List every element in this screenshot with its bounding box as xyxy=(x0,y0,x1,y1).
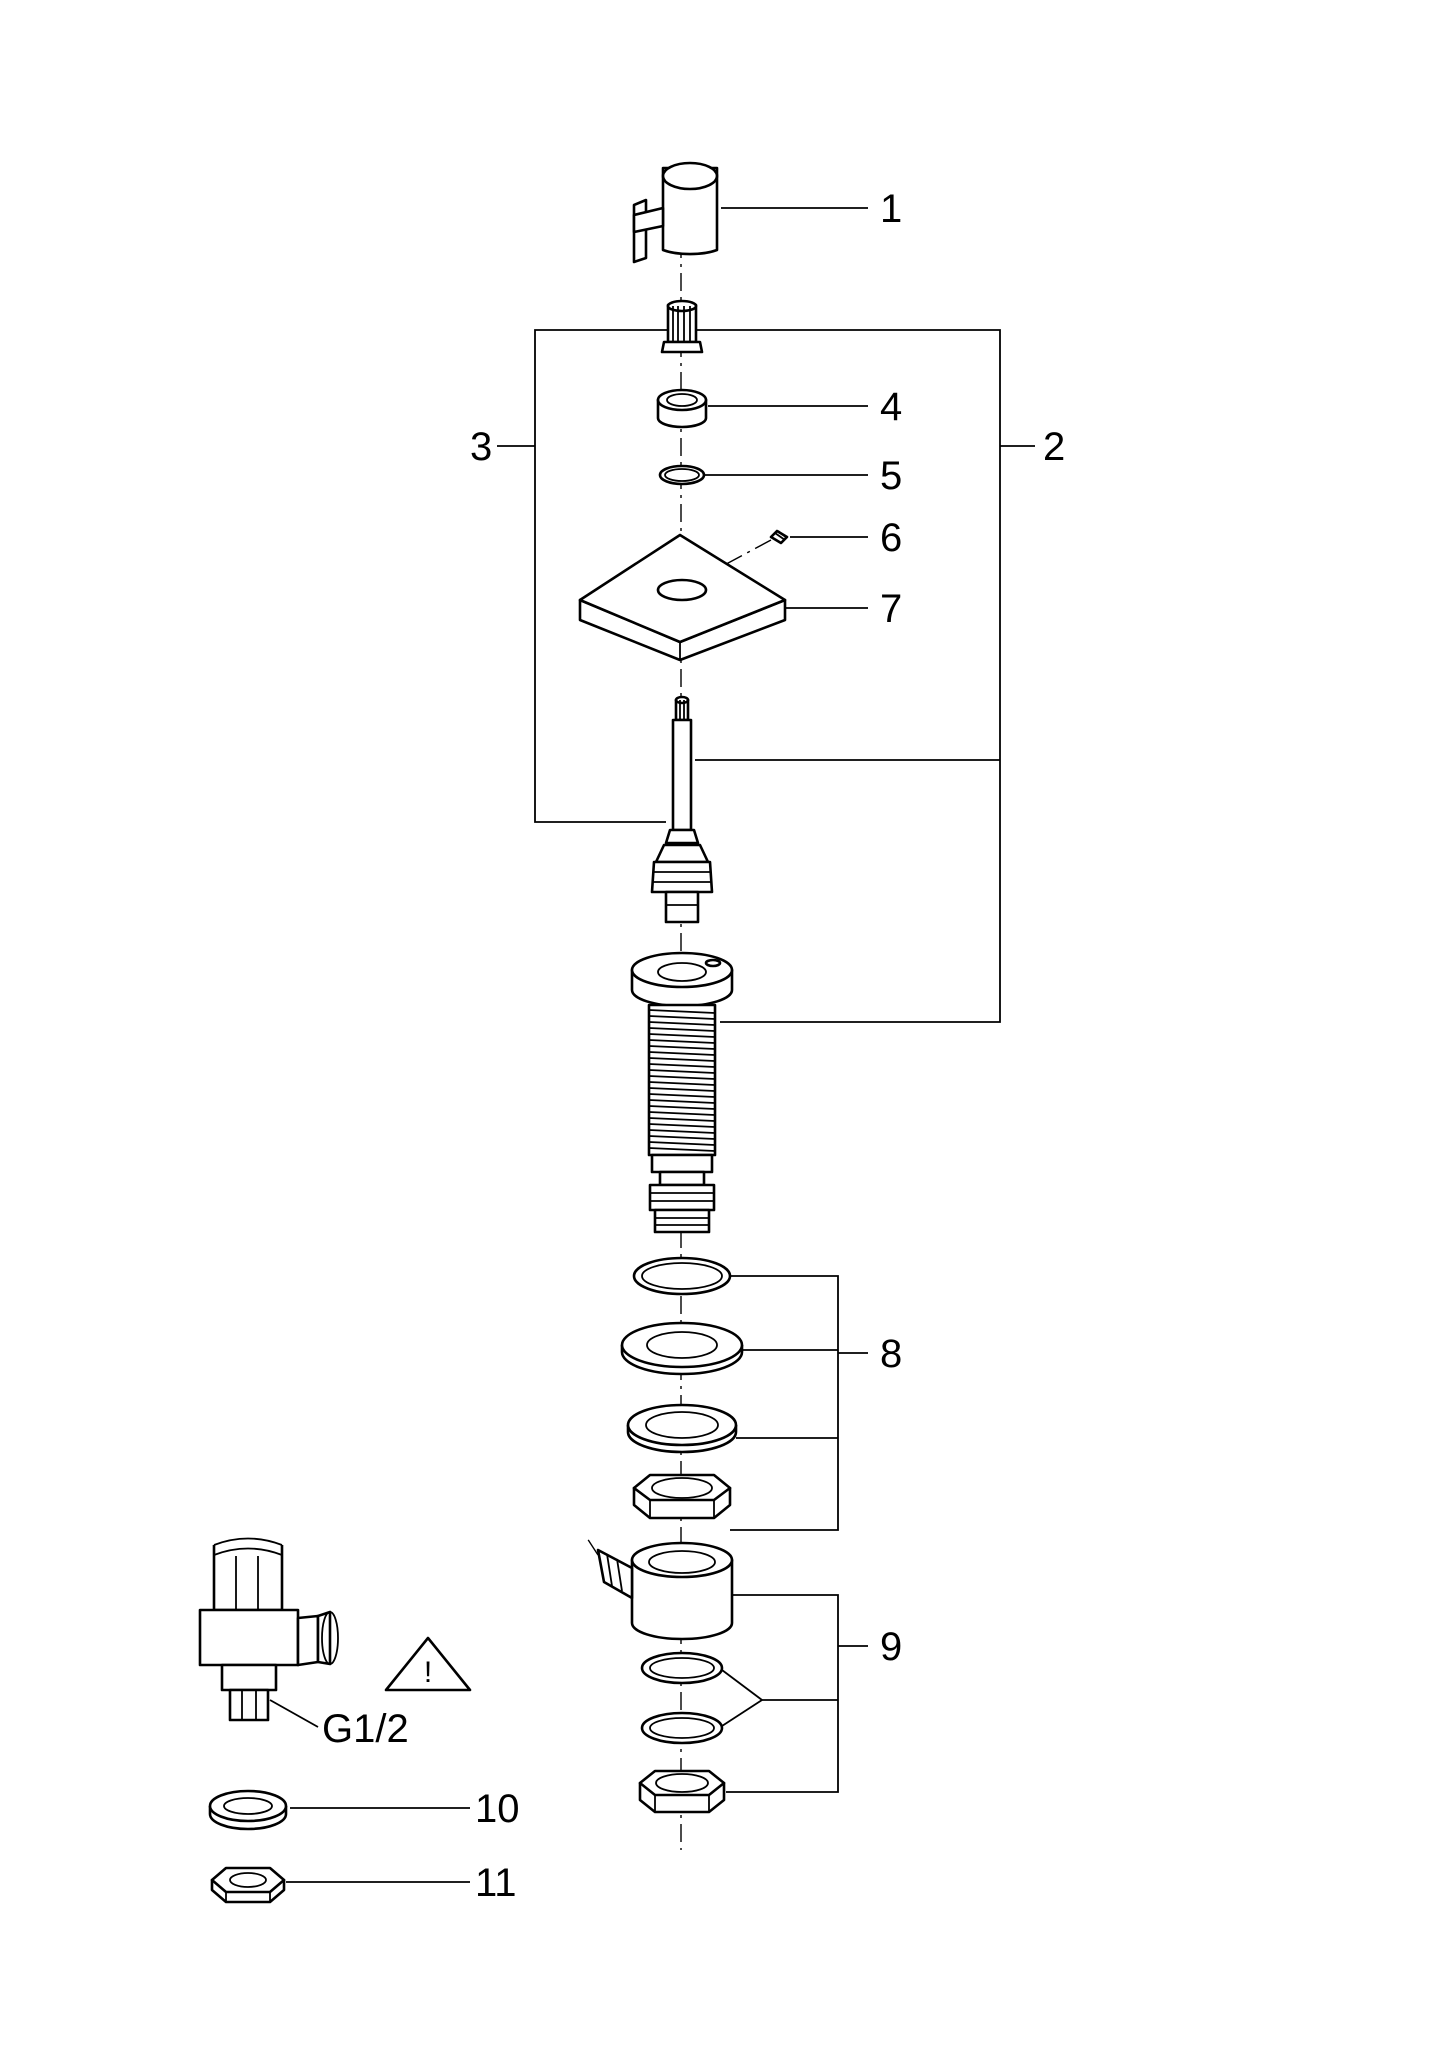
callout-1: 1 xyxy=(880,187,902,231)
part-10-washer xyxy=(208,1789,288,1831)
bracket-2 xyxy=(696,329,1001,1023)
callout-7: 7 xyxy=(880,587,902,631)
threaded-body xyxy=(630,951,734,1234)
callout-4: 4 xyxy=(880,385,902,429)
warning-triangle-icon: ! xyxy=(384,1636,472,1692)
part-9-elbow-fitting xyxy=(584,1534,734,1814)
part-4-bushing xyxy=(656,388,708,429)
callout-2: 2 xyxy=(1043,425,1065,469)
screw-axis xyxy=(714,539,772,571)
cartridge-spindle xyxy=(650,695,714,924)
warning-mark: ! xyxy=(424,1656,432,1689)
part-7-square-plate xyxy=(578,533,787,662)
part-11-hex-nut xyxy=(210,1866,286,1904)
leader-thread xyxy=(269,1699,319,1728)
callout-6: 6 xyxy=(880,516,902,560)
part-3-spline-top xyxy=(660,299,704,354)
callout-11: 11 xyxy=(475,1861,517,1905)
callout-10: 10 xyxy=(475,1787,520,1831)
part-1-handle xyxy=(632,161,719,264)
part-8-washer-set xyxy=(620,1256,744,1520)
thread-size-label: G1/2 xyxy=(322,1707,409,1751)
part-5-o-ring xyxy=(658,464,706,486)
callout-5: 5 xyxy=(880,454,902,498)
part-6-set-screw xyxy=(769,529,789,545)
bracket-3 xyxy=(534,329,668,823)
bracket-8 xyxy=(730,1275,839,1531)
callout-8: 8 xyxy=(880,1332,902,1376)
bracket-9-tick-1 xyxy=(721,1669,763,1701)
bracket-9 xyxy=(726,1594,839,1793)
angle-valve xyxy=(198,1537,339,1722)
bracket-9-tick-2 xyxy=(721,1699,763,1727)
callout-9: 9 xyxy=(880,1625,902,1669)
callout-3: 3 xyxy=(470,425,492,469)
